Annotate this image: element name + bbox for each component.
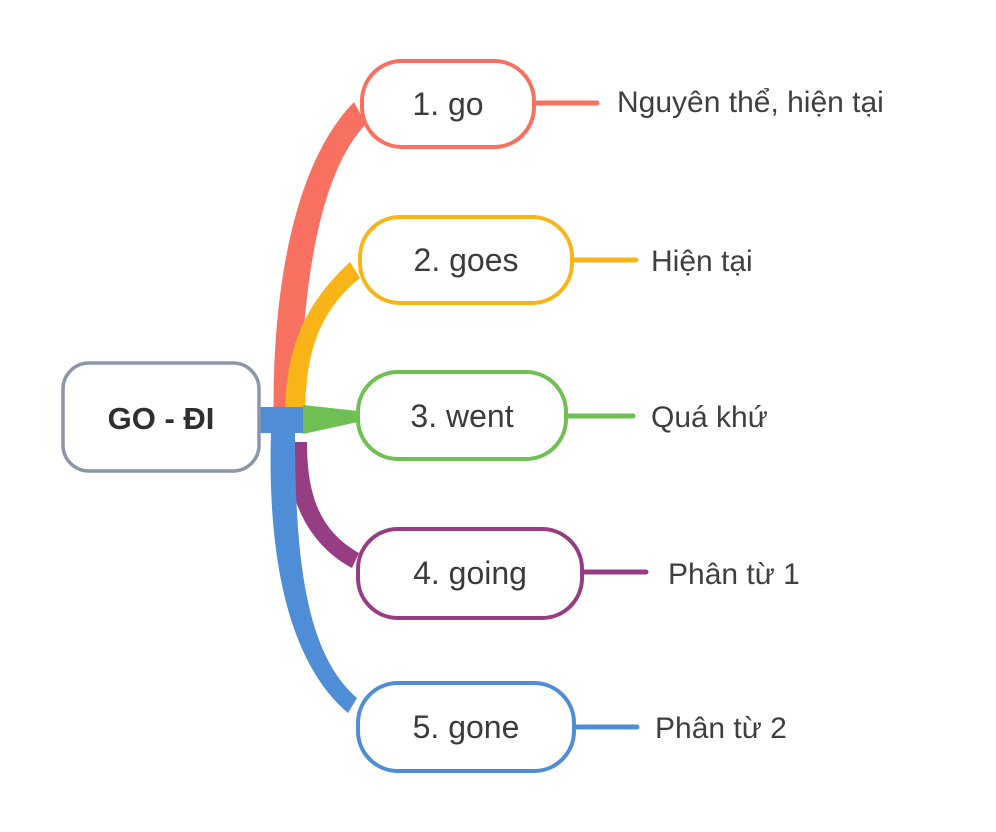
node-went-box[interactable] xyxy=(356,370,568,461)
root-node-label: GO - ĐI xyxy=(108,401,215,436)
branch-curve-going xyxy=(285,442,359,568)
node-gone-box[interactable] xyxy=(356,681,576,773)
node-going-box[interactable] xyxy=(356,527,584,620)
annotation-go[interactable]: Nguyên thể, hiện tại xyxy=(617,86,884,119)
annotation-going[interactable]: Phân từ 1 xyxy=(668,558,800,591)
node-went[interactable]: 3. went xyxy=(356,370,568,461)
node-went-label: 3. went xyxy=(410,398,513,434)
node-going-label: 4. going xyxy=(413,555,527,591)
annotation-went[interactable]: Quá khứ xyxy=(651,401,768,434)
branch-curve-went xyxy=(303,405,358,434)
node-goes-box[interactable] xyxy=(358,215,574,305)
root-node-box[interactable] xyxy=(61,361,261,473)
node-go-box[interactable] xyxy=(360,59,536,149)
node-gone-label: 5. gone xyxy=(413,709,520,745)
branch-curve-gone xyxy=(270,432,357,713)
root-node[interactable]: GO - ĐI xyxy=(61,361,261,473)
branch-curve-goes xyxy=(285,262,360,420)
node-going[interactable]: 4. going xyxy=(356,527,584,620)
annotation-gone[interactable]: Phân từ 2 xyxy=(655,712,787,745)
node-goes-label: 2. goes xyxy=(414,242,519,278)
node-go-label: 1. go xyxy=(412,86,483,122)
node-go[interactable]: 1. go xyxy=(360,59,536,149)
node-gone[interactable]: 5. gone xyxy=(356,681,576,773)
annotation-goes[interactable]: Hiện tại xyxy=(651,245,753,278)
node-goes[interactable]: 2. goes xyxy=(358,215,574,305)
